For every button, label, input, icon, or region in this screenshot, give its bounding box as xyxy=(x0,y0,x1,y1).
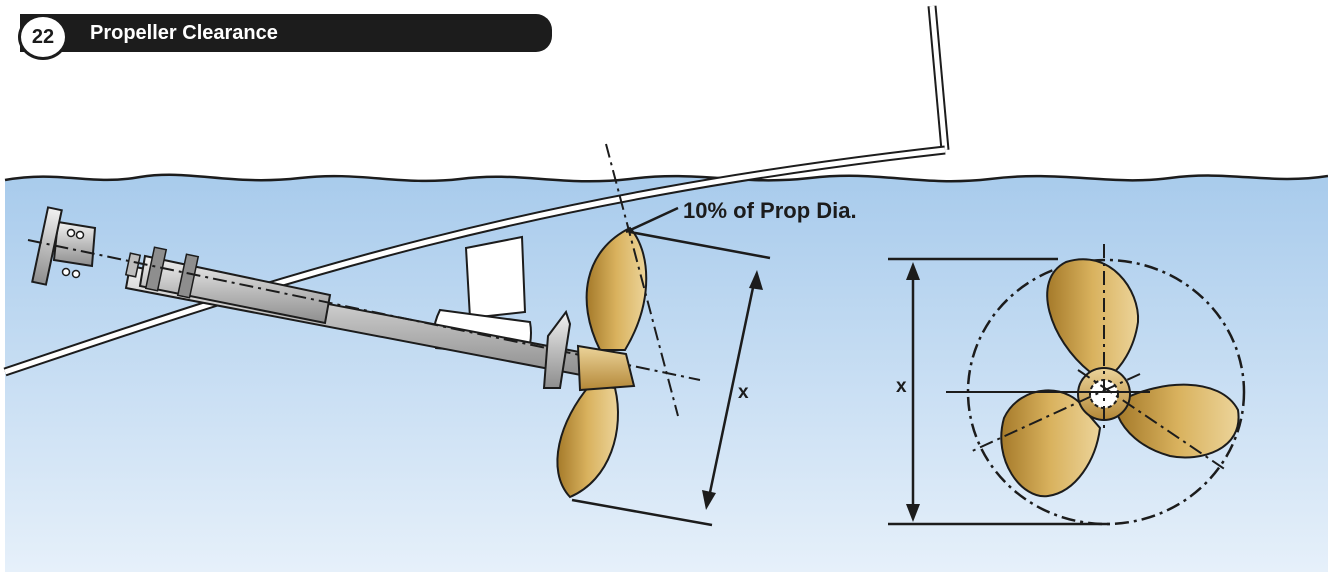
side-prop-lower-blade xyxy=(556,383,619,499)
side-prop-upper-blade xyxy=(585,226,648,351)
side-prop-hub xyxy=(576,344,636,392)
side-arrow-head-bottom xyxy=(702,490,716,510)
front-blade-axis-left xyxy=(969,373,1141,453)
header-bar xyxy=(20,14,552,52)
water-surface-line xyxy=(4,173,1328,183)
side-diameter-label: x xyxy=(738,382,749,403)
side-diameter-top-tick xyxy=(629,230,771,260)
figure-number-badge: 22 xyxy=(18,14,68,60)
side-diameter-arrow xyxy=(706,277,757,503)
front-arrow-head-bottom xyxy=(906,504,920,522)
front-arrow-head-top xyxy=(906,262,920,280)
blade-axis-line xyxy=(605,143,679,417)
figure-title: Propeller Clearance xyxy=(90,22,278,44)
front-blade-axis-right xyxy=(1077,369,1227,471)
front-diameter-label: x xyxy=(896,376,907,397)
shaft-strut xyxy=(464,235,527,320)
coupling-plate xyxy=(31,206,63,286)
front-prop-blade-left xyxy=(1000,389,1102,498)
front-prop-circle xyxy=(966,258,1246,526)
side-arrow-head-top xyxy=(749,270,763,290)
clearance-bracket xyxy=(625,206,679,234)
shaft-coupling xyxy=(52,220,97,268)
side-diameter-bottom-tick xyxy=(571,498,713,527)
clearance-label: 10% of Prop Dia. xyxy=(683,198,857,223)
front-prop-blade-right xyxy=(1116,383,1240,459)
shaft-zinc xyxy=(542,309,572,389)
